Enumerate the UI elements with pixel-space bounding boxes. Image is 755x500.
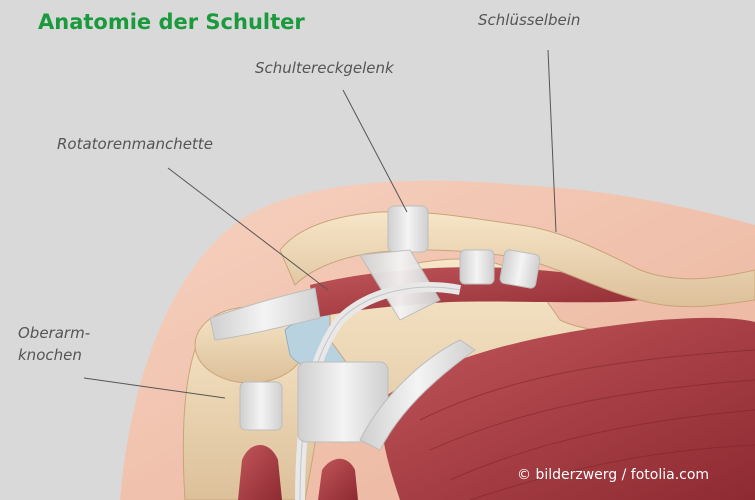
coracoclavicular-ligament-2 xyxy=(499,249,540,289)
label-oberarm-line2: knochen xyxy=(18,344,90,366)
coracoclavicular-ligament-1 xyxy=(460,250,494,284)
label-oberarm-line1: Oberarm- xyxy=(18,322,90,344)
humeral-ligament-1 xyxy=(240,382,282,430)
label-schultereckgelenk: Schultereckgelenk xyxy=(255,57,394,79)
ac-joint-capsule xyxy=(388,206,428,252)
label-oberarmknochen: Oberarm- knochen xyxy=(18,322,90,366)
label-rotatorenmanchette: Rotatorenmanchette xyxy=(57,133,213,155)
diagram-title: Anatomie der Schulter xyxy=(38,10,305,34)
label-schluesselbein: Schlüsselbein xyxy=(478,9,580,31)
image-credit: © bilderzwerg / fotolia.com xyxy=(517,467,709,483)
